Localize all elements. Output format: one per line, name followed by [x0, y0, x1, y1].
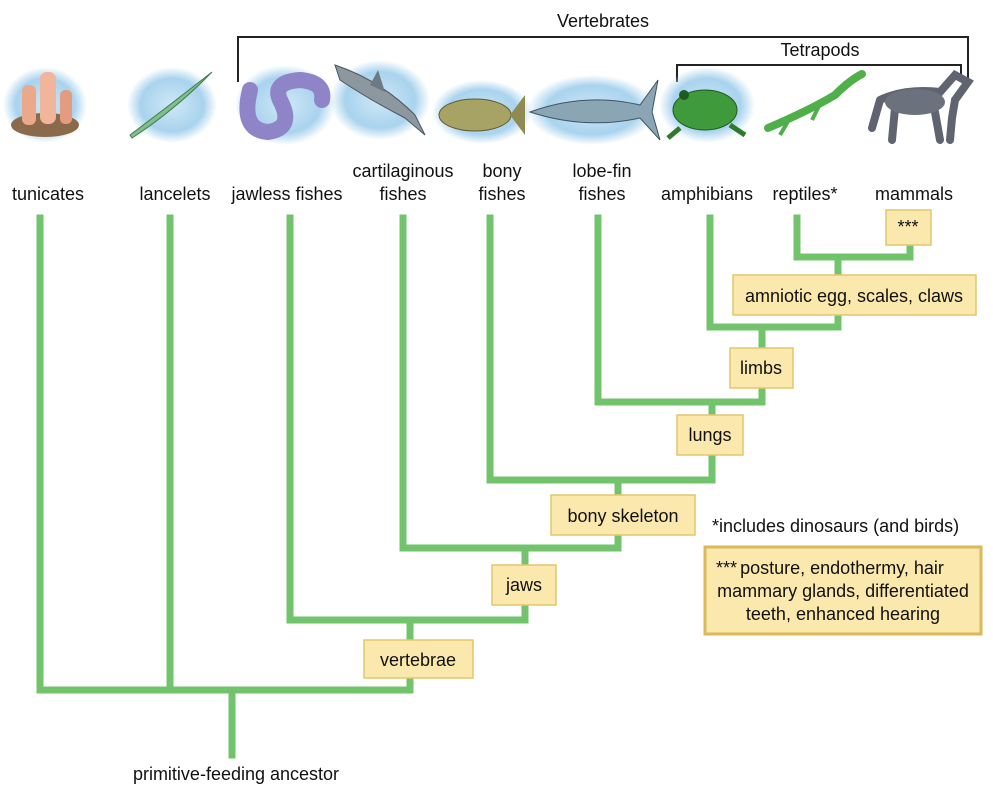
legend-line-3: teeth, enhanced hearing: [746, 604, 940, 624]
taxon-jawless-fishes: jawless fishes: [230, 184, 342, 204]
mammal-marker-label: ***: [897, 217, 918, 237]
frog-image: [659, 67, 755, 143]
mammal-traits-legend: *** posture, endothermy, hair mammary gl…: [703, 545, 983, 636]
bony-fish-image: [432, 80, 532, 144]
trait-limbs: limbs: [729, 347, 794, 389]
taxon-tunicates: tunicates: [12, 184, 84, 204]
taxon-lobe-fin-fishes-line2: fishes: [578, 184, 625, 204]
branch-root-horizontal: [36, 646, 414, 694]
trait-bony-skeleton-label: bony skeleton: [567, 506, 678, 526]
branch-bony: [486, 214, 716, 484]
trait-lungs-label: lungs: [688, 425, 731, 445]
shark-image: [330, 60, 430, 140]
branch-reptiles: [793, 214, 914, 261]
taxon-lobe-fin-fishes-line1: lobe-fin: [572, 161, 631, 181]
footnote: *includes dinosaurs (and birds): [712, 516, 959, 536]
trait-limbs-label: limbs: [740, 358, 782, 378]
legend-line-1: posture, endothermy, hair: [740, 558, 944, 578]
branch-amphibians: [706, 214, 842, 331]
tetrapods-label: Tetrapods: [780, 40, 859, 60]
tunicate-image: [3, 67, 87, 143]
trait-vertebrae: vertebrae: [363, 639, 474, 679]
trait-bony-skeleton: bony skeleton: [550, 494, 696, 536]
trait-amniotic-egg-label: amniotic egg, scales, claws: [745, 286, 963, 306]
taxon-cartilaginous-fishes-line1: cartilaginous: [352, 161, 453, 181]
taxon-cartilaginous-fishes-line2: fishes: [379, 184, 426, 204]
vertebrates-label: Vertebrates: [557, 11, 649, 31]
lancelet-image: [127, 67, 217, 143]
taxon-reptiles: reptiles*: [772, 184, 837, 204]
legend-marker: ***: [716, 558, 737, 578]
trait-jaws-label: jaws: [505, 575, 542, 595]
legend-line-2: mammary glands, differentiated: [717, 581, 969, 601]
taxon-lancelets: lancelets: [139, 184, 210, 204]
tetrapods-bracket: Tetrapods: [676, 40, 962, 82]
lobe-fin-fish-image: [527, 75, 661, 145]
trait-vertebrae-label: vertebrae: [380, 650, 456, 670]
taxon-mammals: mammals: [875, 184, 953, 204]
trait-lungs: lungs: [676, 414, 744, 456]
root-label: primitive-feeding ancestor: [133, 764, 339, 784]
branch-cartilaginous: [399, 214, 622, 552]
trait-amniotic-egg: amniotic egg, scales, claws: [732, 274, 977, 316]
taxon-amphibians: amphibians: [661, 184, 753, 204]
taxon-bony-fishes-line1: bony: [482, 161, 521, 181]
lamprey-image: [235, 65, 335, 145]
trait-mammal-marker: ***: [885, 209, 932, 246]
vertebrates-bracket: Vertebrates: [237, 11, 969, 82]
trait-jaws: jaws: [491, 564, 557, 606]
taxon-bony-fishes-line2: fishes: [478, 184, 525, 204]
taxa-labels: tunicates lancelets jawless fishes carti…: [12, 161, 953, 204]
branch-lobe-fin: [594, 214, 766, 406]
horse-image: [868, 69, 974, 144]
lizard-image: [764, 70, 866, 137]
